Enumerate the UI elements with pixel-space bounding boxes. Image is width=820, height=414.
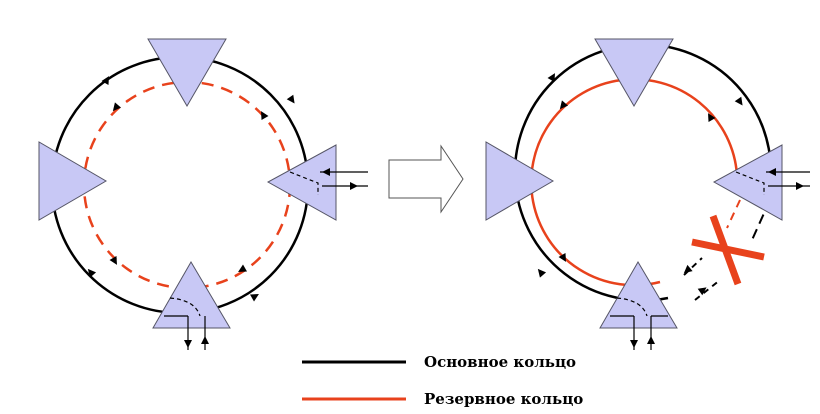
arrow-head <box>697 287 707 296</box>
arrow-head <box>101 76 109 85</box>
arrow-head <box>559 100 569 110</box>
backup-ring-solid <box>530 78 739 287</box>
arrow-head <box>547 73 555 82</box>
station-node-bottom <box>152 261 231 329</box>
bottom-node-ports <box>164 297 209 350</box>
station-node-bottom <box>599 261 678 329</box>
station-node-left <box>38 141 107 221</box>
right-node-ports <box>735 168 810 195</box>
panel-after <box>485 38 810 350</box>
arrow-head <box>184 340 192 348</box>
arrow-head <box>647 336 655 344</box>
arrow-head <box>796 182 804 190</box>
arrow-head <box>109 256 117 265</box>
bypass-path <box>735 171 765 195</box>
primary-ring-arrows <box>87 76 295 302</box>
broken-segment <box>726 199 741 229</box>
station-node-top <box>594 38 674 107</box>
station-node-left <box>485 141 554 221</box>
station-node-top <box>147 38 227 107</box>
right-node-ports <box>289 168 368 195</box>
panel-before <box>38 38 368 350</box>
arrow-head <box>112 102 122 112</box>
station-node-right <box>266 144 337 221</box>
arrow-head <box>350 182 358 190</box>
arrow-head <box>322 168 330 176</box>
arrow-head <box>734 96 743 106</box>
bypass-path <box>289 171 319 195</box>
transition-arrow-icon <box>388 144 464 214</box>
arrow-head <box>286 94 295 104</box>
arrow-head <box>238 264 247 272</box>
arrow-head <box>558 253 566 262</box>
arrow-head <box>87 268 97 278</box>
bypass-path <box>616 297 648 317</box>
station-node-right <box>712 144 783 221</box>
bypass-path <box>169 297 201 317</box>
arrow-head <box>537 268 547 278</box>
legend: Основное кольцо Резервное кольцо <box>302 353 583 408</box>
legend-label-backup: Резервное кольцо <box>424 390 583 408</box>
backup-ring-arrows <box>109 102 269 272</box>
fault-cross-icon <box>691 214 765 286</box>
arrow-head <box>683 264 693 274</box>
arrow-head <box>708 113 716 122</box>
bottom-node-ports <box>610 297 668 350</box>
arrow-head <box>201 336 209 344</box>
arrow-head <box>630 340 638 348</box>
arrow-head <box>261 111 269 120</box>
broken-segment <box>694 279 721 301</box>
arrow-head <box>768 168 776 176</box>
arrow-head <box>250 294 259 302</box>
ring-arrows <box>537 73 743 296</box>
legend-label-primary: Основное кольцо <box>424 353 576 371</box>
